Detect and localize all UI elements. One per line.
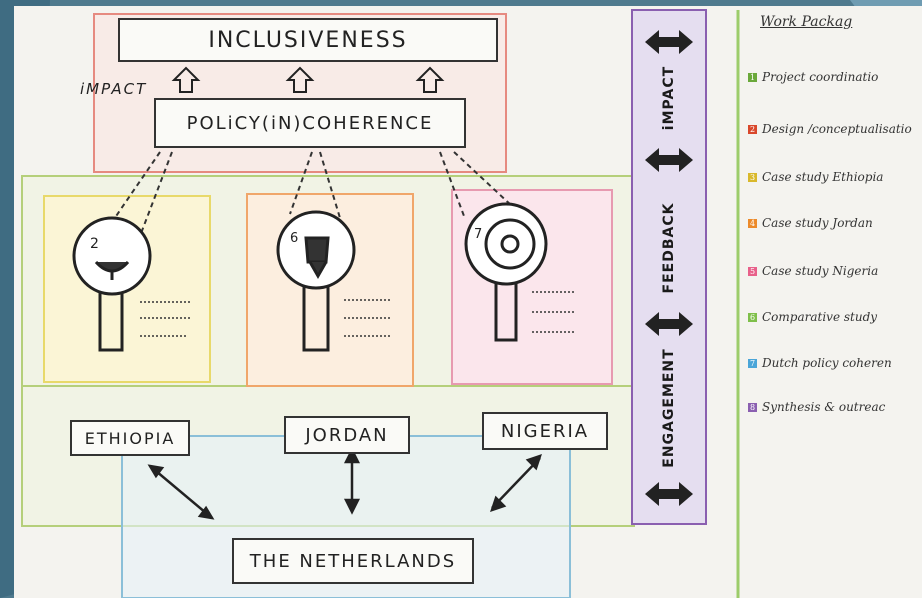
wp-label: Case study Ethiopia xyxy=(762,170,884,184)
netherlands-box: THE NETHERLANDS xyxy=(232,538,474,584)
jordan-label: JORDAN xyxy=(305,424,389,446)
wp-label: Synthesis & outreac xyxy=(762,400,886,414)
netherlands-label: THE NETHERLANDS xyxy=(249,550,457,572)
inclusiveness-box: INCLUSIVENESS xyxy=(118,18,498,62)
work-package-item: 3 Case study Ethiopia xyxy=(748,170,883,184)
wp-label: Dutch policy coheren xyxy=(762,356,892,370)
wp-label: Design /conceptualisatio xyxy=(762,122,912,136)
magnifier-nigeria-icon: 7 xyxy=(464,202,548,342)
work-package-item: 6 Comparative study xyxy=(748,310,877,324)
bar-double-arrows xyxy=(645,30,693,506)
policy-coherence-title: POLiCY(iN)COHERENCE xyxy=(186,112,434,134)
policy-coherence-box: POLiCY(iN)COHERENCE xyxy=(154,98,466,148)
wp-number-badge: 4 xyxy=(748,218,757,228)
ethiopia-label: ETHIOPIA xyxy=(84,428,176,448)
work-package-item: 1 Project coordinatio xyxy=(748,70,878,84)
magnifier-jordan-icon: 6 xyxy=(276,210,356,352)
country-label-ethiopia: ETHIOPIA xyxy=(70,420,190,456)
ethiopia-notes xyxy=(140,301,190,337)
country-label-nigeria: NIGERIA xyxy=(482,412,608,450)
bar-label-feedback: FEEDBACK xyxy=(661,202,677,294)
wp-number-badge: 6 xyxy=(748,312,757,322)
nigeria-label: NIGERIA xyxy=(500,420,590,442)
country-label-jordan: JORDAN xyxy=(284,416,410,454)
wp-number-badge: 3 xyxy=(748,172,757,182)
wp-number-badge: 5 xyxy=(748,266,757,276)
wp-label: Project coordinatio xyxy=(762,70,879,84)
svg-text:7: 7 xyxy=(474,227,482,242)
work-package-item: 7 Dutch policy coheren xyxy=(748,356,892,370)
impact-label: iMPACT xyxy=(80,80,148,98)
inclusiveness-title: INCLUSIVENESS xyxy=(208,27,408,53)
work-package-item: 4 Case study Jordan xyxy=(748,216,873,230)
work-packages-title: Work Packag xyxy=(760,14,853,30)
work-package-item: 2 Design /conceptualisatio xyxy=(748,122,912,136)
wp-label: Case study Jordan xyxy=(762,216,873,230)
svg-text:6: 6 xyxy=(290,231,298,246)
magnifier-ethiopia-icon: 2 xyxy=(72,216,152,352)
svg-text:2: 2 xyxy=(90,236,99,252)
wp-label: Case study Nigeria xyxy=(762,264,879,278)
nigeria-notes xyxy=(532,291,576,333)
bar-label-engagement: ENGAGEMENT xyxy=(661,348,677,468)
wp-number-badge: 1 xyxy=(748,72,757,82)
wp-number-badge: 7 xyxy=(748,358,757,368)
work-package-item: 8 Synthesis & outreac xyxy=(748,400,885,414)
work-package-item: 5 Case study Nigeria xyxy=(748,264,878,278)
bar-label-impact: iMPACT xyxy=(661,65,677,131)
wp-number-badge: 8 xyxy=(748,402,757,412)
jordan-notes xyxy=(344,299,392,337)
wp-label: Comparative study xyxy=(762,310,878,324)
netherlands-arrows xyxy=(147,447,542,520)
feedback-bar xyxy=(631,9,707,525)
wp-number-badge: 2 xyxy=(748,124,757,134)
dashed-connectors xyxy=(111,151,513,237)
impact-arrows xyxy=(171,66,445,93)
